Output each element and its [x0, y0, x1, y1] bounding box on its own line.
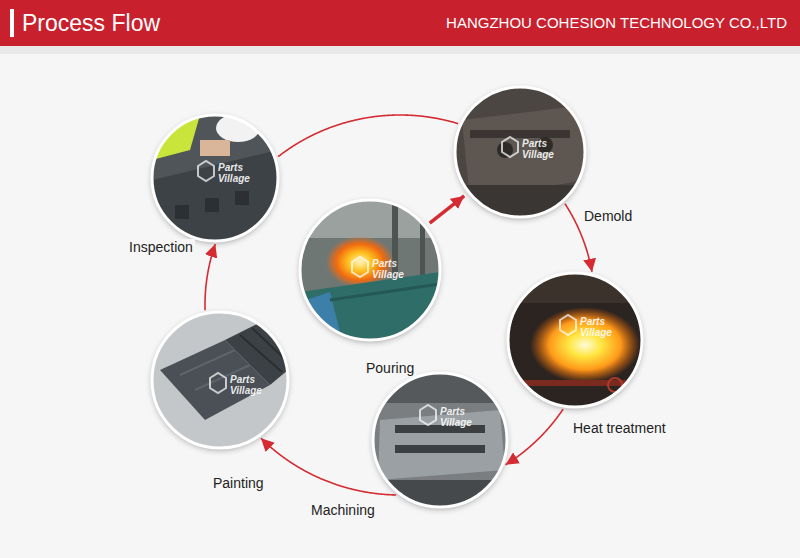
page-title: Process Flow	[22, 9, 160, 37]
flow-arrow	[205, 244, 215, 310]
process-circle: Demold	[455, 87, 585, 217]
watermark: Parts Village	[372, 258, 418, 280]
process-circle: Painting	[152, 312, 288, 448]
flow-arrow	[261, 438, 396, 495]
watermark: Parts Village	[580, 316, 626, 338]
header-bar: Process Flow HANGZHOU COHESION TECHNOLOGY…	[0, 0, 800, 46]
step-label: Heat treatment	[571, 420, 668, 437]
flow-arrow	[430, 196, 464, 223]
step-label: Machining	[309, 502, 377, 519]
watermark: Parts Village	[230, 374, 276, 396]
step-label: Painting	[211, 475, 266, 492]
flow-arrow	[278, 115, 458, 157]
step-label: Pouring	[364, 360, 416, 377]
process-circle: Heat treatment	[508, 273, 642, 407]
process-circle: Inspection	[152, 115, 278, 241]
header-shadow-band	[0, 46, 800, 54]
watermark: Parts Village	[218, 162, 264, 184]
watermark: Parts Village	[522, 138, 568, 160]
watermark: Parts Village	[440, 406, 486, 428]
step-label: Inspection	[127, 239, 195, 256]
process-circle: Pouring	[300, 200, 440, 340]
flow-arrow	[506, 409, 564, 465]
header-accent	[0, 0, 20, 46]
step-label: Demold	[582, 208, 634, 225]
company-name: HANGZHOU COHESION TECHNOLOGY CO.,LTD	[446, 14, 787, 32]
process-circle: Machining	[373, 373, 507, 507]
